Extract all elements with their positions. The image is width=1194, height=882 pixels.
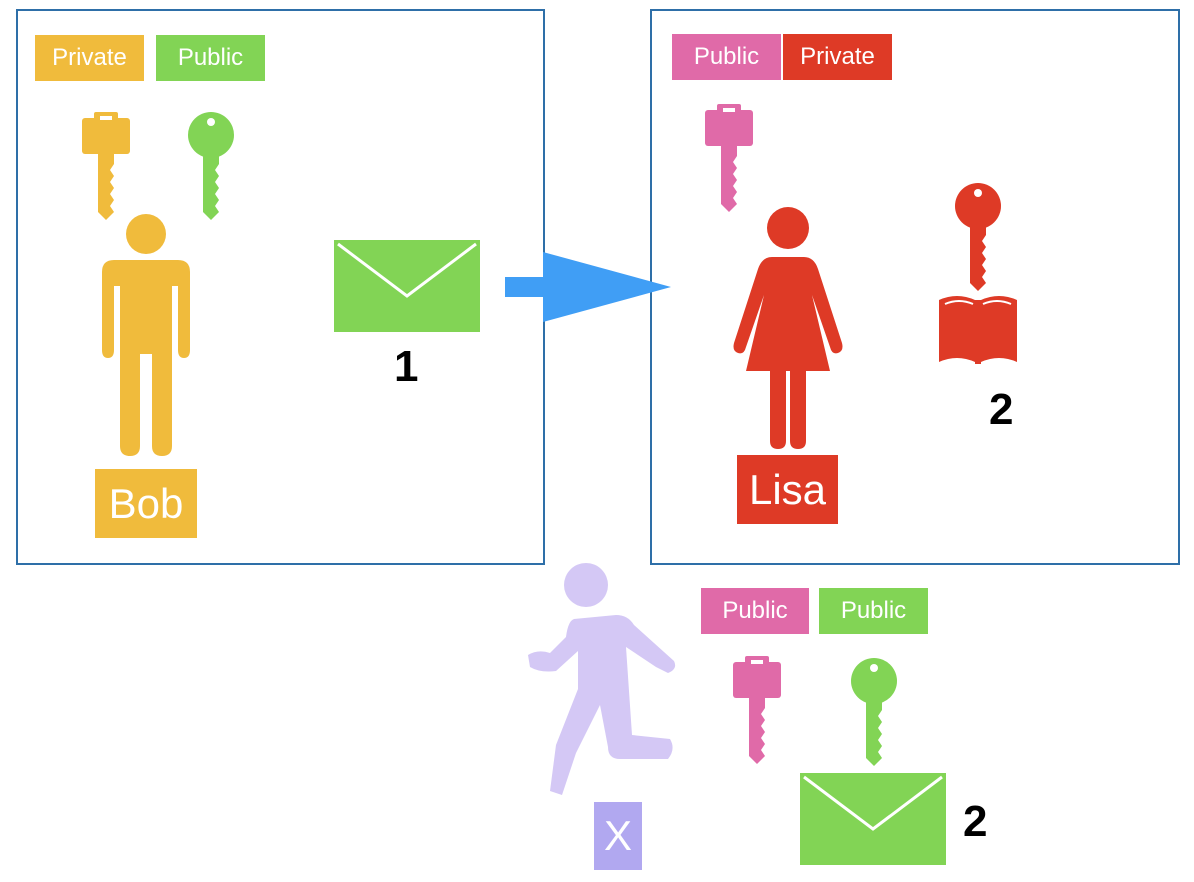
bob-public-key-icon (188, 112, 234, 220)
eavesdropper-green-key-icon (851, 658, 897, 766)
lisa-panel (650, 9, 1180, 565)
lisa-private-key-label: Private (783, 34, 892, 80)
step-send-label: 1 (394, 342, 419, 391)
lisa-public-key-icon (705, 104, 753, 212)
eavesdropper-public-key-label-1: Public (701, 588, 809, 634)
eavesdropper-pink-key-icon (733, 656, 781, 764)
step-intercept-label: 2 (963, 797, 988, 846)
eavesdropper-name-label: X (594, 802, 642, 870)
lisa-public-key-label: Public (672, 34, 781, 80)
intercepted-envelope-icon (800, 773, 946, 865)
step-read-label: 2 (989, 385, 1014, 434)
eavesdropper-public-key-label-2: Public (819, 588, 928, 634)
lisa-private-key-icon (955, 183, 1001, 291)
bob-public-key-label: Public (156, 35, 265, 81)
eavesdropper-person-icon (528, 563, 676, 795)
bob-person-icon (102, 214, 190, 456)
bob-private-key-icon (82, 112, 130, 220)
bob-name-label: Bob (95, 469, 197, 538)
lisa-name-label: Lisa (737, 455, 838, 524)
envelope-icon (334, 240, 480, 332)
bob-private-key-label: Private (35, 35, 144, 81)
open-book-icon (939, 296, 1017, 364)
lisa-person-icon (733, 207, 843, 449)
send-arrow-icon (505, 252, 671, 322)
